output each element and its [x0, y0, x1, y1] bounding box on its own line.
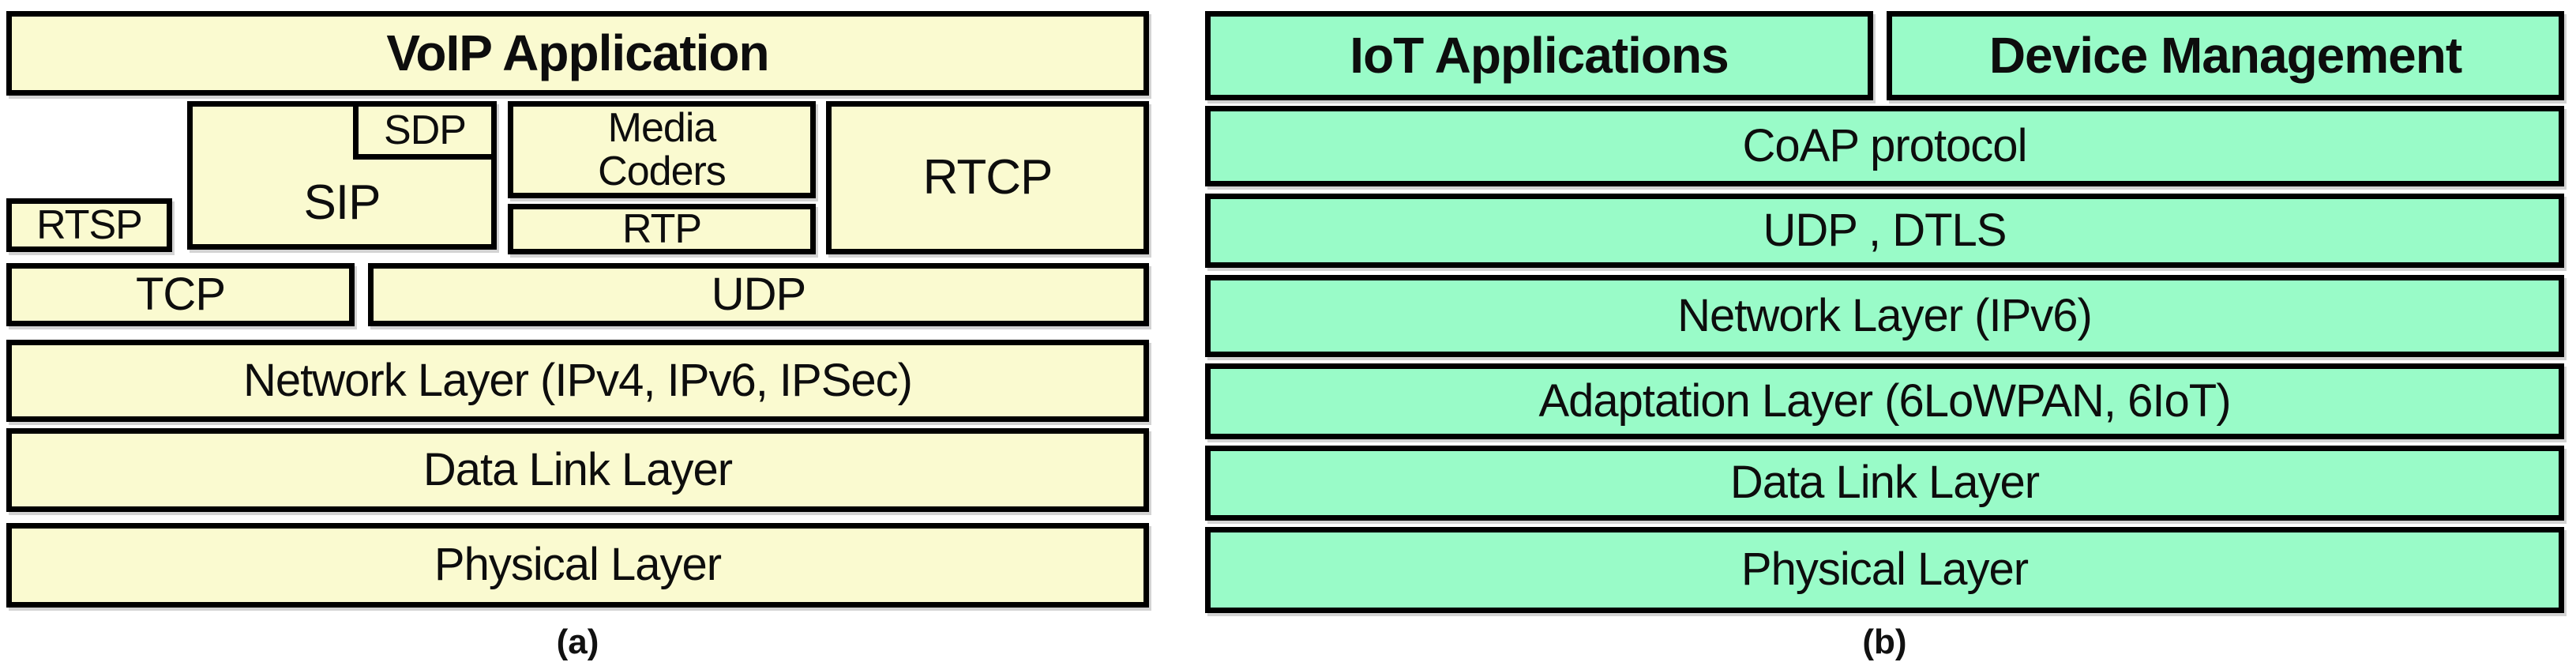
box-coap-protocol: CoAP protocol — [1205, 106, 2564, 186]
box-physical-layer-a: Physical Layer — [6, 523, 1149, 608]
box-rtp: RTP — [508, 204, 816, 254]
box-udp: UDP — [368, 263, 1149, 326]
box-rtsp: RTSP — [6, 198, 172, 252]
caption-b: (b) — [1862, 623, 1907, 661]
box-network-layer-a: Network Layer (IPv4, IPv6, IPSec) — [6, 340, 1149, 422]
box-udp-dtls: UDP , DTLS — [1205, 194, 2564, 268]
box-tcp: TCP — [6, 263, 355, 326]
box-media-coders: Media Coders — [508, 101, 816, 198]
box-iot-applications: IoT Applications — [1205, 11, 1873, 100]
caption-a: (a) — [556, 623, 599, 661]
box-device-management: Device Management — [1887, 11, 2564, 100]
box-data-link-layer-a: Data Link Layer — [6, 428, 1149, 512]
box-network-layer-b: Network Layer (IPv6) — [1205, 275, 2564, 357]
box-sdp: SDP — [353, 101, 497, 160]
box-rtcp: RTCP — [826, 101, 1149, 254]
box-sip: SIP — [187, 101, 497, 250]
box-data-link-layer-b: Data Link Layer — [1205, 446, 2564, 521]
box-adaptation-layer: Adaptation Layer (6LoWPAN, 6IoT) — [1205, 363, 2564, 439]
box-voip-application: VoIP Application — [6, 11, 1149, 96]
box-physical-layer-b: Physical Layer — [1205, 527, 2564, 613]
media-coders-label: Media Coders — [598, 104, 727, 194]
